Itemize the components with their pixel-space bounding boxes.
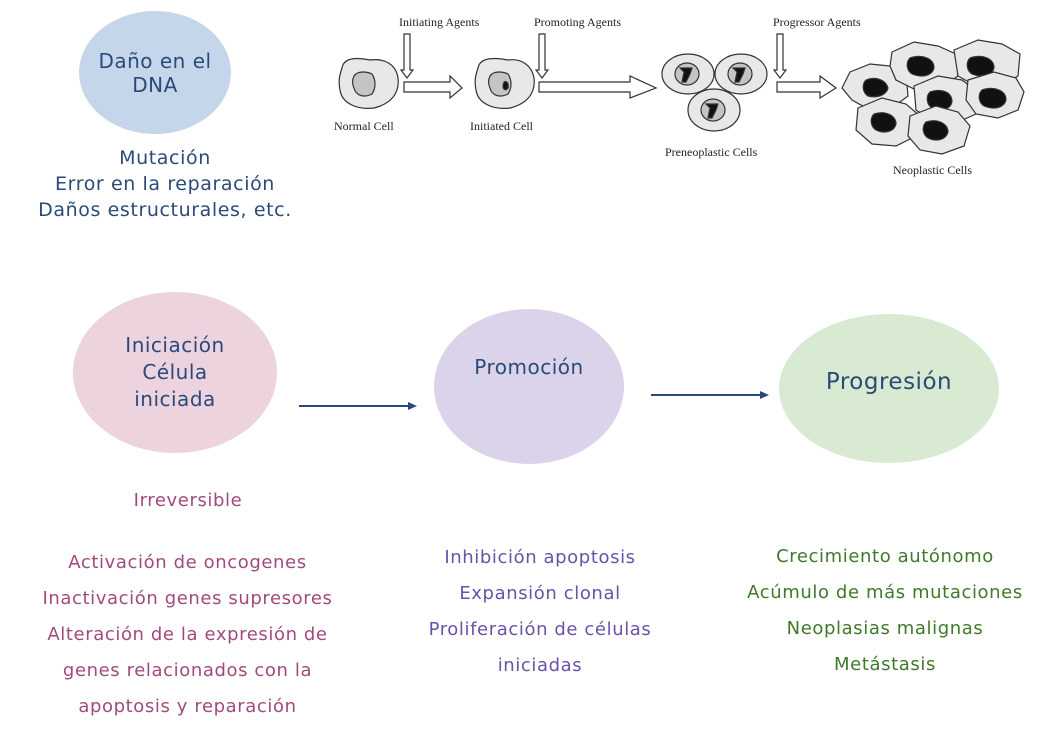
promotion-items: Inhibición apoptosis Expansión clonal Pr…	[395, 540, 685, 684]
initiation-item: Inactivación genes supresores	[42, 588, 333, 609]
initiation-item: genes relacionados con la	[62, 660, 313, 681]
flow-arrow-2	[538, 75, 658, 99]
progression-item: Neoplasias malignas	[786, 618, 984, 639]
preneoplastic-cells-illustration	[661, 53, 768, 132]
initiating-agent-arrow	[399, 33, 415, 79]
initiation-item: Activación de oncogenes	[68, 552, 307, 573]
promotion-item: iniciadas	[497, 655, 583, 676]
initiated-cell-illustration	[474, 57, 535, 109]
initiating-agents-label: Initiating Agents	[399, 15, 480, 29]
promoting-agent-arrow	[534, 33, 550, 79]
arrow-initiation-to-promotion	[299, 402, 417, 410]
initiation-node: Iniciación Célula iniciada	[73, 292, 277, 453]
initiation-item: Alteración de la expresión de	[47, 624, 328, 645]
progression-item: Crecimiento autónomo	[776, 546, 994, 567]
dna-damage-node: Daño en el DNA	[79, 11, 231, 134]
progression-items: Crecimiento autónomo Acúmulo de más muta…	[715, 539, 1047, 683]
carcinogenesis-schematic	[338, 33, 1025, 155]
initiation-title-line-1: Iniciación	[125, 333, 225, 357]
promotion-title: Promoción	[474, 355, 584, 379]
cause-item: Mutación	[119, 147, 211, 169]
normal-cell-label: Normal Cell	[334, 119, 394, 133]
promotion-item: Proliferación de células	[428, 619, 652, 640]
neoplastic-cells-illustration	[841, 39, 1025, 155]
cause-item: Error en la reparación	[55, 173, 275, 195]
progressor-agent-arrow	[772, 33, 788, 79]
flow-arrow-1	[403, 74, 463, 100]
initiated-cell-label: Initiated Cell	[470, 119, 533, 133]
dna-damage-title-line-1: Daño en el	[98, 48, 212, 73]
promotion-node: Promoción	[434, 309, 624, 464]
initiation-title-line-2: Célula	[142, 360, 208, 384]
cause-item: Daños estructurales, etc.	[38, 199, 292, 221]
initiation-title-line-3: iniciada	[134, 387, 216, 411]
flow-arrow-3	[776, 74, 838, 100]
initiation-items: Activación de oncogenes Inactivación gen…	[0, 545, 375, 725]
preneoplastic-cells-label: Preneoplastic Cells	[665, 145, 758, 159]
progression-item: Metástasis	[834, 654, 936, 675]
progression-title: Progresión	[825, 368, 953, 395]
dna-damage-title-line-2: DNA	[132, 72, 178, 97]
dna-damage-causes: Mutación Error en la reparación Daños es…	[0, 145, 330, 223]
initiation-note: Irreversible	[133, 490, 243, 511]
normal-cell-illustration	[338, 57, 399, 109]
promotion-item: Expansión clonal	[459, 583, 621, 604]
arrow-promotion-to-progression	[651, 391, 769, 399]
neoplastic-cells-label: Neoplastic Cells	[893, 163, 972, 177]
promotion-item: Inhibición apoptosis	[444, 547, 636, 568]
promoting-agents-label: Promoting Agents	[534, 15, 622, 29]
progression-node: Progresión	[779, 314, 999, 463]
progressor-agents-label: Progressor Agents	[773, 15, 861, 29]
initiation-item: apoptosis y reparación	[78, 696, 297, 717]
progression-item: Acúmulo de más mutaciones	[747, 582, 1023, 603]
